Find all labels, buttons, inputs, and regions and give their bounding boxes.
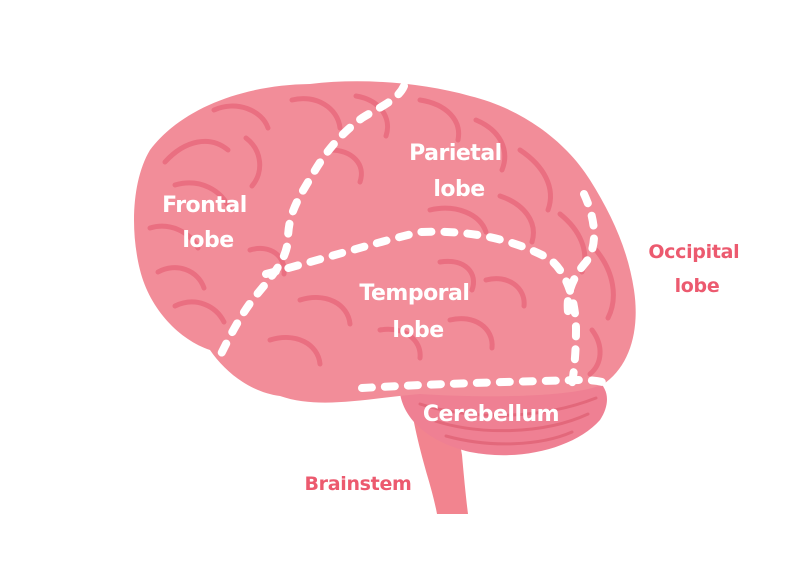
gyri — [147, 93, 616, 377]
occipital-lobe-line1: Occipital — [648, 241, 739, 263]
brainstem-label: Brainstem — [304, 473, 411, 495]
parietal-lobe-line1: Parietal — [409, 141, 502, 166]
frontal-lobe-line2: lobe — [182, 228, 233, 253]
boundary-bottom — [358, 375, 612, 392]
parietal-lobe-label: Parietal lobe — [409, 141, 509, 202]
cerebellum-label: Cerebellum — [423, 402, 559, 427]
boundary-frontal — [216, 82, 408, 360]
frontal-lobe-label: Frontal lobe — [162, 193, 254, 253]
cerebellum-folia — [418, 396, 598, 446]
boundary-occipital — [563, 190, 599, 316]
occipital-lobe-label: Occipital lobe — [648, 241, 745, 297]
frontal-lobe-line1: Frontal — [162, 193, 247, 218]
temporal-lobe-label: Temporal lobe — [359, 281, 476, 343]
parietal-lobe-line2: lobe — [433, 177, 484, 202]
occipital-lobe-line2: lobe — [675, 275, 720, 297]
temporal-lobe-line2: lobe — [392, 318, 443, 343]
lobe-boundaries — [216, 82, 612, 392]
boundary-temporal-top — [262, 227, 581, 388]
temporal-lobe-line1: Temporal — [359, 281, 469, 306]
